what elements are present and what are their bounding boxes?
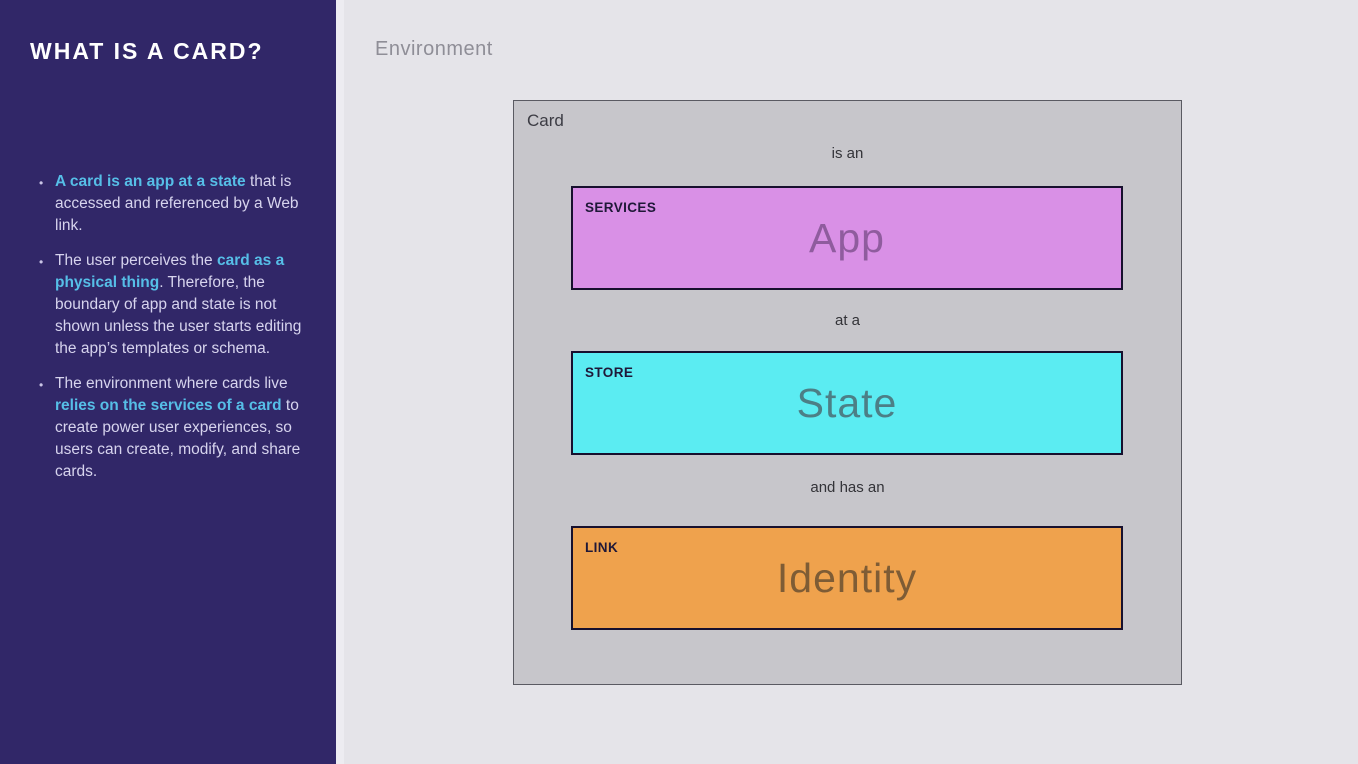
card-container-box: Card is an SERVICES App at a STORE State… — [513, 100, 1182, 685]
bullet-text: A card is an app at a state that is acce… — [55, 171, 310, 237]
bullet-item: • A card is an app at a state that is ac… — [30, 171, 310, 237]
bullet-icon: • — [39, 378, 44, 392]
bullet-list: • A card is an app at a state that is ac… — [30, 171, 310, 483]
connector-at-a: at a — [834, 312, 861, 329]
bullet-segment: The environment where cards live — [55, 375, 288, 392]
services-app-box: SERVICES App — [571, 186, 1123, 290]
slide-title: WHAT IS A CARD? — [30, 38, 264, 64]
bullet-item: • The environment where cards live relie… — [30, 373, 310, 483]
connector-and-has-an: and has an — [810, 479, 885, 496]
bullet-segment: The user perceives the — [55, 252, 217, 269]
highlighted-phrase: A card is an app at a state — [55, 173, 246, 190]
bullet-item: • The user perceives the card as a physi… — [30, 250, 310, 360]
state-word: State — [796, 379, 898, 426]
services-tag: SERVICES — [585, 200, 657, 215]
link-identity-box: LINK Identity — [571, 526, 1123, 630]
environment-label: Environment — [375, 38, 493, 60]
diagram-area: Environment Card is an SERVICES App at a… — [336, 0, 1358, 764]
bullet-icon: • — [39, 176, 44, 190]
store-tag: STORE — [585, 365, 634, 380]
card-label: Card — [527, 111, 564, 130]
identity-word: Identity — [776, 554, 918, 601]
store-state-box: STORE State — [571, 351, 1123, 455]
bullet-segment: to create power user experiences, so use… — [55, 397, 301, 480]
bullet-segment: that is accessed and referenced by a Web… — [55, 173, 299, 234]
bullet-text: The environment where cards live relies … — [55, 373, 310, 483]
bullet-segment: . Therefore, the boundary of app and sta… — [55, 274, 302, 357]
connector-is-an: is an — [831, 145, 864, 162]
highlighted-phrase: relies on the services of a card — [55, 397, 282, 414]
highlighted-phrase: card as a physical thing — [55, 252, 285, 291]
bullet-icon: • — [39, 255, 44, 269]
link-tag: LINK — [585, 540, 619, 555]
bullet-text: The user perceives the card as a physica… — [55, 250, 310, 360]
app-word: App — [809, 214, 885, 261]
sidebar: WHAT IS A CARD? • A card is an app at a … — [0, 0, 336, 764]
sidebar-divider — [336, 0, 344, 764]
